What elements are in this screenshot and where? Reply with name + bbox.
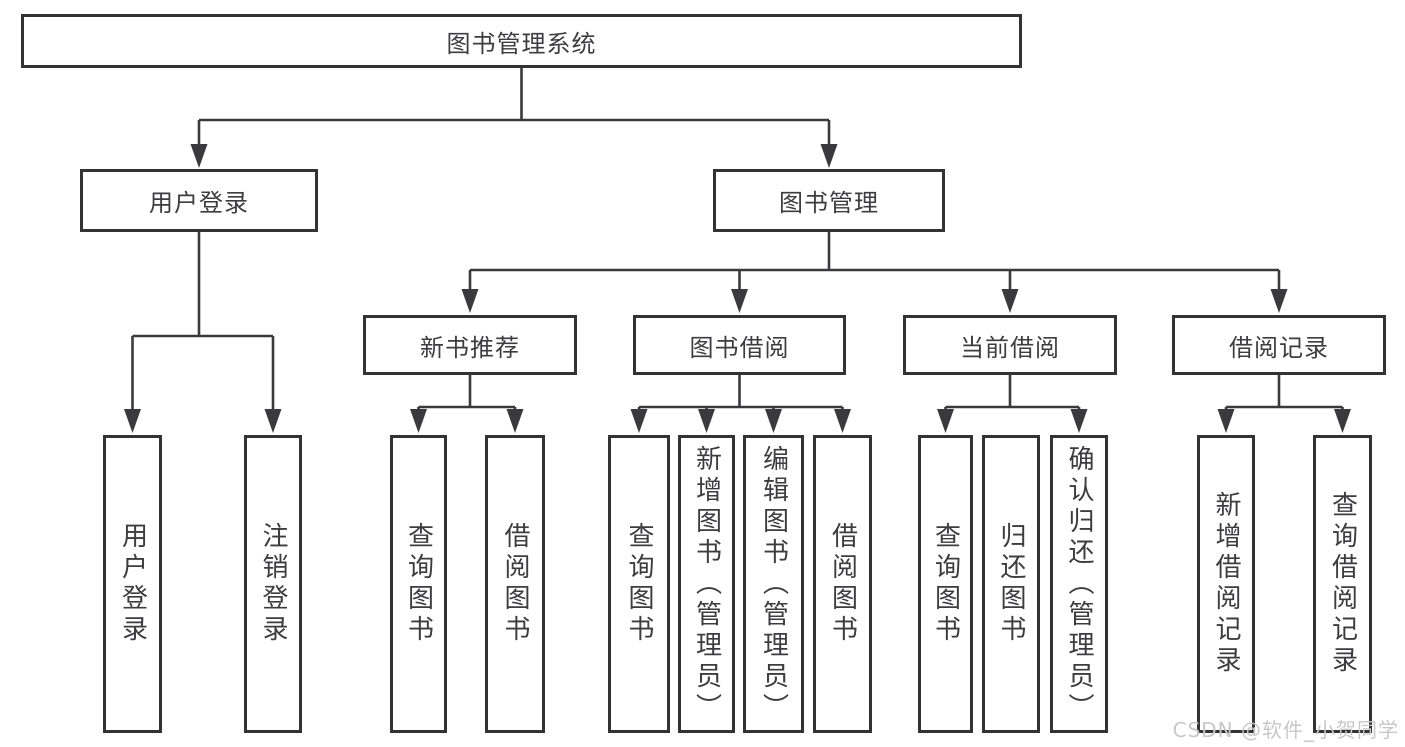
arrowhead bbox=[1070, 409, 1088, 433]
leaf-return-books: 归还图书 bbox=[982, 435, 1040, 733]
arrowhead bbox=[506, 409, 524, 433]
leaf-query-books-3: 查询图书 bbox=[918, 435, 973, 733]
leaf-borrow-books-1: 借阅图书 bbox=[485, 435, 545, 733]
node-user-login: 用户登录 bbox=[80, 169, 318, 232]
leaf-edit-book-admin: 编辑图书（管理员） bbox=[743, 435, 804, 733]
node-label: 图书管理系统 bbox=[446, 29, 597, 58]
node-label: 查询借阅记录 bbox=[1327, 491, 1358, 677]
node-label: 编辑图书（管理员） bbox=[758, 444, 789, 724]
node-label: 查询图书 bbox=[403, 522, 434, 646]
node-label: 新增借阅记录 bbox=[1211, 491, 1241, 677]
leaf-confirm-return-admin: 确认归还（管理员） bbox=[1050, 435, 1108, 733]
arrowhead bbox=[190, 144, 208, 168]
node-label: 图书借阅 bbox=[689, 333, 790, 362]
arrowhead bbox=[731, 289, 748, 313]
leaf-add-book-admin: 新增图书（管理员） bbox=[678, 435, 735, 733]
connector-book-management-children bbox=[461, 232, 1288, 313]
arrowhead bbox=[937, 409, 954, 433]
node-label: 确认归还（管理员） bbox=[1064, 444, 1094, 724]
arrowhead bbox=[698, 409, 715, 433]
arrowhead bbox=[124, 409, 141, 433]
node-label: 查询图书 bbox=[930, 522, 961, 646]
node-label: 新书推荐 bbox=[420, 333, 520, 362]
node-current-borrow: 当前借阅 bbox=[903, 315, 1117, 375]
arrowhead bbox=[410, 409, 427, 433]
node-label: 新增图书（管理员） bbox=[691, 444, 722, 724]
leaf-query-books-1: 查询图书 bbox=[390, 435, 447, 733]
arrowhead bbox=[820, 144, 838, 168]
node-label: 借阅记录 bbox=[1229, 333, 1329, 362]
connector-borrow-records-children bbox=[1217, 375, 1351, 433]
node-label: 借阅图书 bbox=[500, 522, 530, 646]
arrowhead bbox=[1217, 409, 1235, 433]
arrowhead bbox=[1334, 409, 1351, 433]
node-root: 图书管理系统 bbox=[21, 14, 1022, 68]
node-book-management: 图书管理 bbox=[713, 169, 945, 232]
arrowhead bbox=[264, 409, 282, 433]
arrowhead bbox=[1270, 289, 1288, 313]
connector-root-to-level2 bbox=[190, 68, 838, 168]
arrowhead bbox=[1001, 289, 1019, 313]
connector-user-login-children bbox=[124, 232, 282, 433]
leaf-borrow-books-2: 借阅图书 bbox=[813, 435, 872, 733]
node-label: 图书管理 bbox=[779, 189, 879, 217]
node-label: 归还图书 bbox=[996, 522, 1026, 646]
arrowhead bbox=[630, 409, 648, 433]
arrowhead bbox=[461, 289, 479, 313]
leaf-query-books-2: 查询图书 bbox=[608, 435, 670, 733]
node-label: 注销登录 bbox=[258, 522, 288, 646]
node-label: 当前借阅 bbox=[960, 333, 1060, 362]
arrowhead bbox=[834, 409, 851, 433]
node-borrow-records: 借阅记录 bbox=[1172, 315, 1386, 375]
connector-new-book-recommend-children bbox=[410, 375, 524, 433]
leaf-add-borrow-record: 新增借阅记录 bbox=[1197, 435, 1255, 733]
watermark: CSDN @软件_小贺同学 bbox=[1172, 718, 1399, 742]
node-label: 用户登录 bbox=[149, 189, 249, 217]
leaf-user-login: 用户登录 bbox=[103, 435, 162, 733]
leaf-query-borrow-record: 查询借阅记录 bbox=[1313, 435, 1372, 733]
node-new-book-recommend: 新书推荐 bbox=[363, 315, 577, 375]
node-book-borrow: 图书借阅 bbox=[633, 315, 846, 375]
connector-book-borrow-children bbox=[630, 375, 851, 433]
node-label: 借阅图书 bbox=[827, 522, 858, 646]
leaf-logout: 注销登录 bbox=[244, 435, 302, 733]
node-label: 用户登录 bbox=[117, 522, 148, 646]
arrowhead bbox=[765, 409, 782, 433]
node-label: 查询图书 bbox=[624, 522, 654, 646]
connector-current-borrow-children bbox=[937, 375, 1088, 433]
